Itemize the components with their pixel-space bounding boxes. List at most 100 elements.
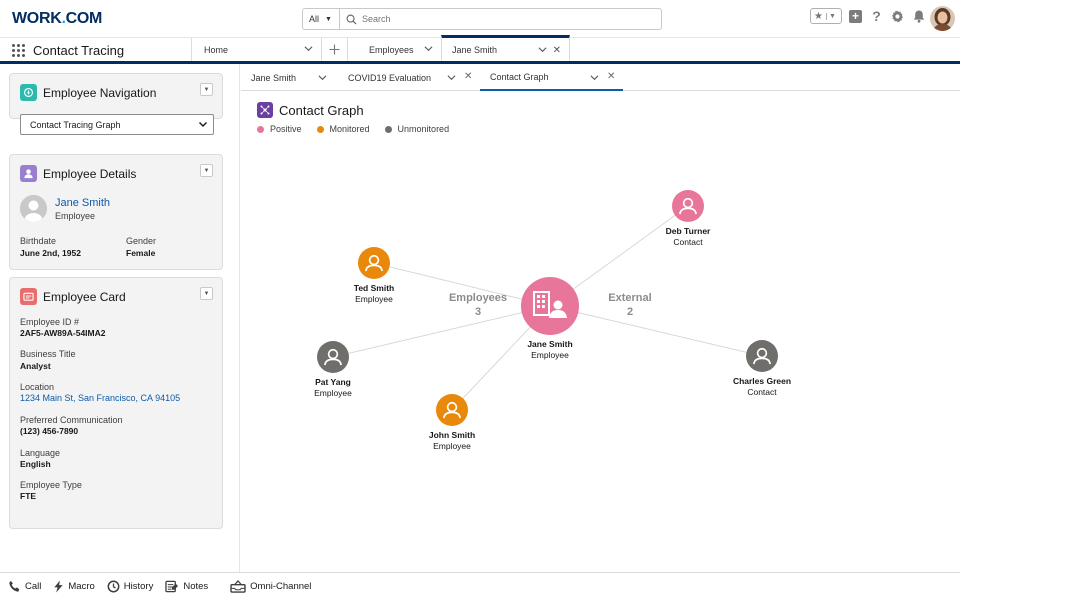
global-actions-button[interactable]: + — [848, 9, 863, 24]
utility-notes[interactable]: Notes — [165, 580, 208, 593]
person-icon-body — [365, 264, 383, 272]
nav-tab-label: Employees — [369, 44, 414, 55]
subtab-covid19-evaluation[interactable]: COVID19 Evaluation ✕ — [338, 64, 478, 91]
legend-dot — [257, 125, 264, 133]
subtab-jane-smith[interactable]: Jane Smith — [241, 64, 336, 91]
utility-label: Call — [25, 581, 42, 592]
node-circle — [436, 394, 468, 426]
chevron-down-icon[interactable] — [447, 73, 456, 84]
utility-history[interactable]: History — [107, 580, 153, 593]
node-name: Deb Turner — [666, 226, 711, 236]
node-role: Contact — [747, 387, 777, 397]
caret-down-icon: ▼ — [203, 86, 210, 93]
subtab-bar: Jane Smith COVID19 Evaluation ✕ Contact … — [241, 64, 960, 91]
search-scope-label: All — [309, 14, 320, 24]
card-menu-button[interactable]: ▼ — [200, 83, 213, 96]
person-icon — [20, 165, 37, 182]
chevron-down-icon[interactable] — [424, 44, 433, 55]
chevron-down-icon[interactable] — [538, 45, 547, 56]
graph-legend: Positive Monitored Unmonitored — [257, 124, 464, 134]
app-launcher-icon[interactable] — [12, 44, 25, 57]
language-label: Language — [20, 448, 61, 458]
bell-icon[interactable] — [911, 9, 926, 24]
node-circle — [672, 190, 704, 222]
building-window — [537, 295, 540, 298]
legend-label: Positive — [270, 124, 302, 134]
clock-icon — [107, 580, 120, 593]
close-icon[interactable]: ✕ — [464, 71, 473, 82]
search-scope-dropdown[interactable]: All ▼ — [303, 9, 340, 29]
card-menu-button[interactable]: ▼ — [200, 164, 213, 177]
person-icon-body — [549, 310, 567, 318]
plus-icon — [329, 44, 340, 55]
person-icon-body — [324, 358, 342, 366]
utility-bar: Call Macro History Notes Omni-Channel — [0, 572, 960, 600]
node-role: Employee — [355, 294, 393, 304]
navigation-select[interactable]: Contact Tracing Graph — [20, 114, 214, 135]
employee-navigation-card: Employee Navigation ▼ — [9, 73, 223, 119]
help-icon[interactable]: ? — [872, 8, 881, 24]
person-icon-body — [443, 411, 461, 419]
location-link[interactable]: 1234 Main St, San Francisco, CA 94105 — [20, 393, 181, 403]
location-label: Location — [20, 382, 55, 392]
favorites-button[interactable]: ★▼ — [810, 8, 842, 24]
subtab-contact-graph[interactable]: Contact Graph ✕ — [480, 64, 623, 91]
person-icon-body — [753, 357, 771, 365]
chevron-down-icon[interactable] — [304, 44, 313, 55]
subtab-label: Contact Graph — [490, 71, 549, 82]
lightning-icon — [54, 580, 64, 593]
card-menu-button[interactable]: ▼ — [200, 287, 213, 300]
chevron-down-icon[interactable] — [590, 73, 599, 84]
employee-role: Employee — [55, 211, 96, 221]
preferred-communication-value: (123) 456-7890 — [20, 426, 79, 436]
card-header: Employee Details — [20, 165, 136, 182]
node-name: Jane Smith — [527, 339, 572, 349]
search-input[interactable] — [362, 9, 661, 29]
omni-channel-icon — [230, 580, 246, 593]
utility-macro[interactable]: Macro — [53, 580, 95, 593]
subtab-label: COVID19 Evaluation — [348, 72, 432, 83]
building-window — [542, 305, 545, 308]
building-icon — [533, 291, 550, 316]
close-icon[interactable]: ✕ — [552, 45, 561, 56]
legend-item-monitored: Monitored — [316, 124, 370, 134]
edge-ted-smith — [373, 262, 551, 307]
utility-label: Macro — [68, 581, 95, 592]
legend-label: Monitored — [329, 124, 370, 134]
chevron-down-icon — [198, 119, 208, 131]
gender-label: Gender — [126, 236, 157, 246]
utility-label: Notes — [183, 581, 209, 592]
nav-tab-home[interactable]: Home — [191, 38, 321, 61]
nav-tab-employees[interactable]: Employees — [347, 38, 441, 61]
employee-type-value: FTE — [20, 491, 37, 501]
person-icon-head — [368, 254, 380, 266]
add-tab-button[interactable] — [321, 38, 347, 61]
global-search: All ▼ — [302, 8, 662, 30]
chevron-down-icon[interactable] — [318, 73, 327, 84]
employee-name-link[interactable]: Jane Smith — [55, 197, 111, 209]
user-avatar[interactable] — [930, 6, 955, 31]
utility-call[interactable]: Call — [8, 580, 41, 593]
caret-down-icon: ▼ — [825, 12, 836, 20]
group-label-external: External — [608, 292, 651, 304]
caret-down-icon: ▼ — [203, 167, 210, 174]
notes-icon — [165, 580, 179, 593]
gear-icon[interactable] — [890, 9, 905, 24]
nav-tab-jane-smith[interactable]: Jane Smith ✕ — [441, 35, 570, 61]
phone-icon — [9, 580, 20, 592]
close-icon[interactable]: ✕ — [607, 71, 616, 82]
node-name: John Smith — [429, 430, 475, 440]
logo[interactable]: WORK.COM — [12, 10, 102, 28]
utility-omni-channel[interactable]: Omni-Channel — [230, 580, 311, 593]
node-role: Contact — [673, 237, 703, 247]
building-window — [537, 305, 540, 308]
graph-icon — [257, 102, 273, 118]
